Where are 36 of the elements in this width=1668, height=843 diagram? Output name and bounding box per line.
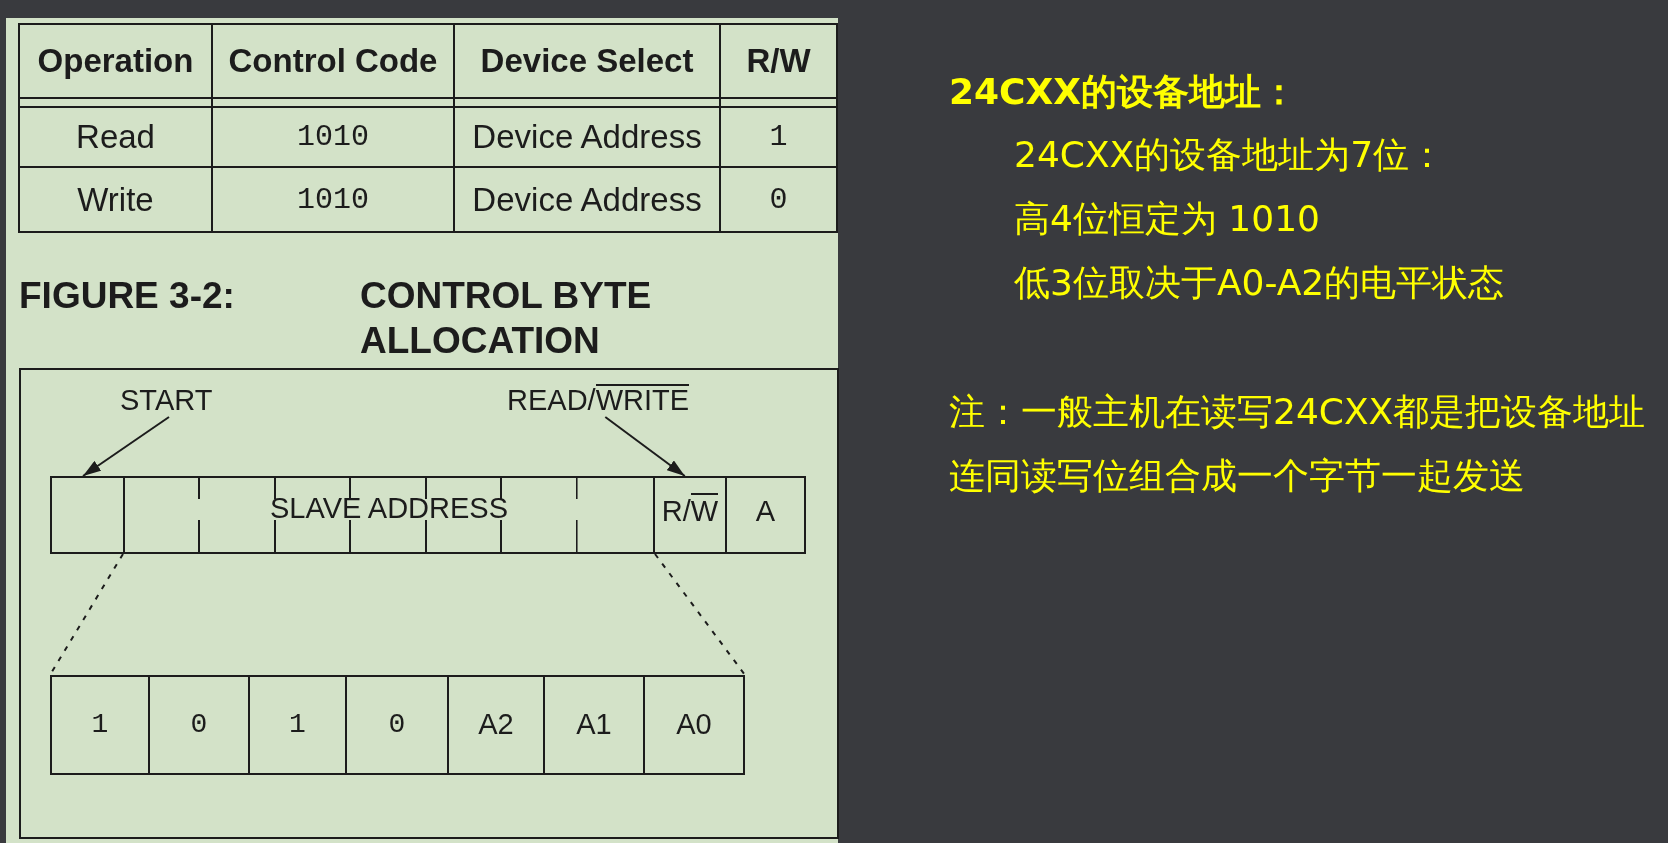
note-text: 高4位恒定为 1010 — [1014, 197, 1320, 241]
table-cell: 1010 — [212, 107, 454, 167]
bit-field: 0 — [347, 677, 449, 773]
bit-field — [50, 476, 125, 554]
note-text: 24CXX的设备地址为7位： — [1014, 133, 1446, 177]
arrow — [604, 416, 686, 477]
table-cell: Device Address — [454, 167, 720, 232]
section-heading: 24CXX的设备地址： — [949, 70, 1298, 114]
column-header: R/W — [720, 24, 837, 107]
table-cell: 1010 — [212, 167, 454, 232]
bit-field: R/W — [653, 476, 727, 554]
callout-text: START — [120, 384, 213, 417]
arrow — [82, 416, 170, 477]
bit-field: A0 — [645, 677, 743, 773]
byte-register — [50, 675, 745, 775]
note-text: 低3位取决于A0-A2的电平状态 — [1014, 261, 1505, 305]
column-header: Device Select — [454, 24, 720, 107]
bit-field: A1 — [545, 677, 645, 773]
bit-field: A — [725, 476, 806, 554]
bit-field: 0 — [150, 677, 250, 773]
table-cell: Read — [19, 107, 212, 167]
table-cell: 1 — [720, 107, 837, 167]
bit-field: 1 — [250, 677, 347, 773]
bit-field: A2 — [449, 677, 545, 773]
column-header: Control Code — [212, 24, 454, 107]
figure-title: CONTROL BYTE ALLOCATION — [360, 274, 653, 363]
callout-text: READ/WRITE — [507, 384, 690, 417]
bit-field: 1 — [52, 677, 150, 773]
column-header: Operation — [19, 24, 212, 107]
dashed-line — [654, 553, 746, 676]
figure-title: FIGURE 3-2: — [19, 274, 236, 318]
table-cell: 0 — [720, 167, 837, 232]
note-text: 注：一般主机在读写24CXX都是把设备地址连同读写位组合成一个字节一起发送 — [949, 390, 1647, 498]
table-cell: Write — [19, 167, 212, 232]
address-field: SLAVE ADDRESS — [123, 476, 655, 554]
table-cell: Device Address — [454, 107, 720, 167]
